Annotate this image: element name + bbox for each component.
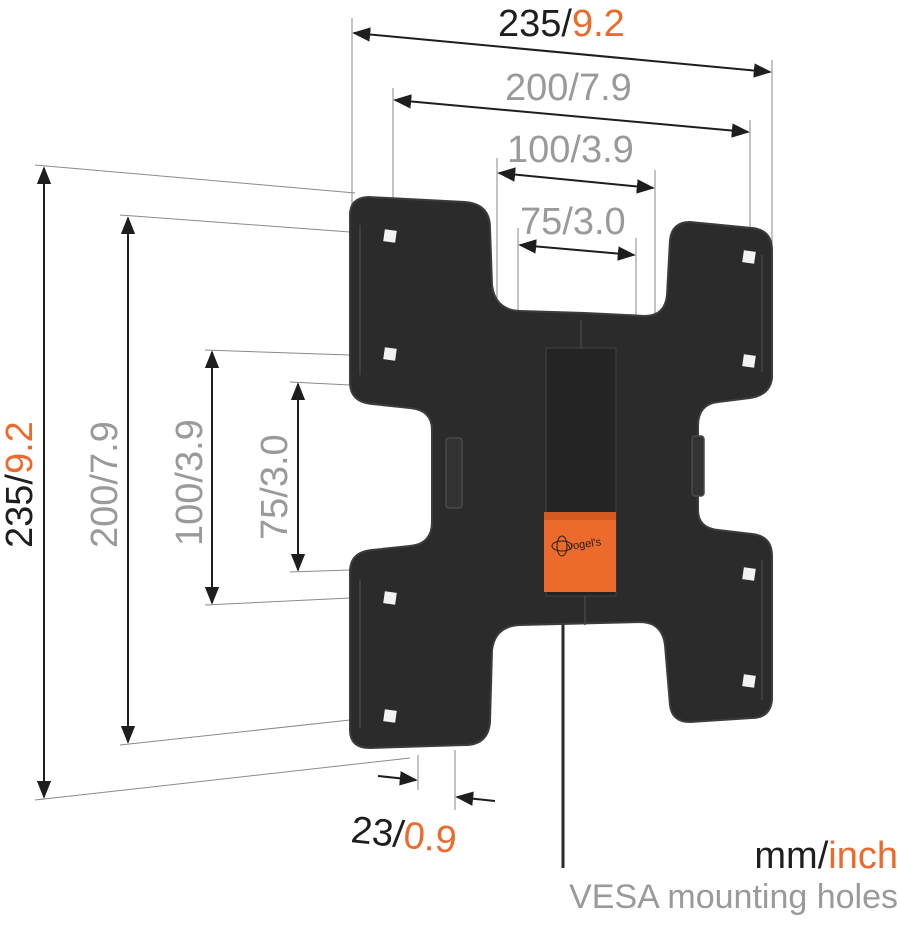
dim-line-top-235 (352, 27, 772, 78)
svg-text:75/3.0: 75/3.0 (254, 434, 296, 540)
vesa-legend: VESA mounting holes (569, 878, 898, 916)
svg-text:200/7.9: 200/7.9 (505, 67, 632, 109)
svg-text:200/7.9: 200/7.9 (84, 421, 126, 548)
hole-mid-bottom-left (383, 591, 397, 605)
vogels-logo: vogel's (551, 535, 603, 557)
svg-text:235/9.2: 235/9.2 (498, 3, 625, 45)
wall-mount-plate: vogel's (349, 195, 773, 868)
hole-bottom-right (742, 674, 756, 688)
label-top-100: 100/3.9 (507, 129, 634, 171)
label-top-235: 235/9.2 (498, 3, 625, 45)
svg-text:mm/inch: mm/inch (754, 835, 898, 877)
hole-top-right (742, 250, 756, 264)
release-tab (544, 512, 616, 592)
svg-text:75/3.0: 75/3.0 (520, 201, 626, 243)
label-depth: 23/0.9 (349, 809, 458, 862)
hole-top-left (383, 229, 397, 243)
svg-text:235/9.2: 235/9.2 (0, 421, 41, 548)
label-left-235: 235/9.2 (0, 421, 41, 548)
svg-text:100/3.9: 100/3.9 (507, 129, 634, 171)
hole-mid-bottom-right (742, 567, 756, 581)
svg-text:100/3.9: 100/3.9 (169, 419, 211, 546)
svg-text:23/0.9: 23/0.9 (349, 809, 458, 862)
logo-text: vogel's (567, 536, 603, 553)
dim-line-top-100 (497, 167, 655, 194)
units-legend: mm/inch (754, 835, 898, 877)
hole-mid-top-right (742, 354, 756, 368)
label-left-75: 75/3.0 (254, 434, 296, 540)
dim-line-top-200 (393, 94, 750, 138)
dimension-lines (36, 27, 772, 806)
label-left-100: 100/3.9 (169, 419, 211, 546)
svg-text:VESA mounting holes: VESA mounting holes (569, 878, 898, 916)
dim-line-depth-left (377, 771, 418, 786)
label-top-200: 200/7.9 (505, 67, 632, 109)
hole-bottom-left (383, 709, 397, 723)
left-hinge (445, 437, 463, 509)
extension-lines (34, 18, 773, 810)
dim-line-depth-right (455, 791, 496, 806)
hole-mid-top-left (383, 347, 397, 361)
label-top-75: 75/3.0 (520, 201, 626, 243)
label-left-200: 200/7.9 (84, 421, 126, 548)
mounting-holes (383, 229, 756, 723)
right-hinge (691, 435, 705, 497)
dim-line-top-75 (518, 239, 636, 261)
